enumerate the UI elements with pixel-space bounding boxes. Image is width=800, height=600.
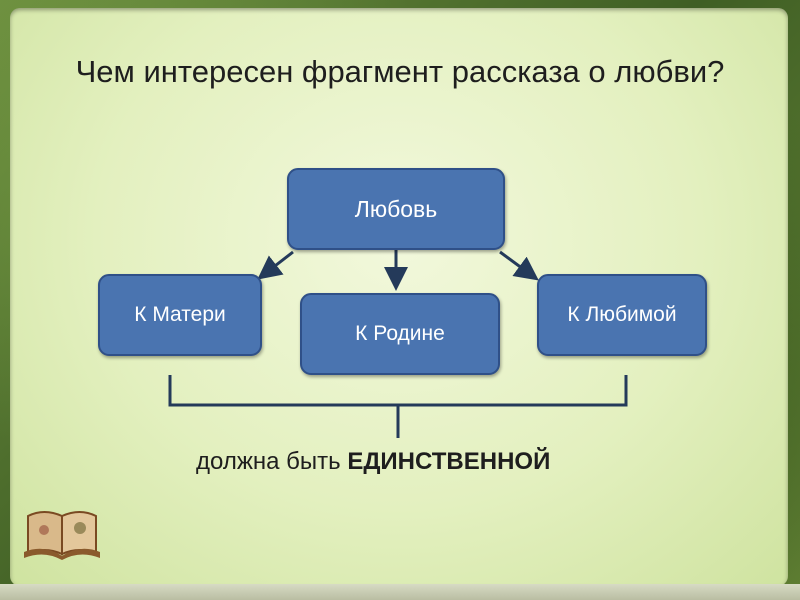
- conclusion-emphasis: ЕДИНСТВЕННОЙ: [347, 448, 551, 475]
- node-to-homeland: К Родине: [300, 293, 500, 375]
- open-book-icon: [24, 511, 100, 560]
- slide-title: Чем интересен фрагмент рассказа о любви?: [75, 54, 725, 89]
- bottom-strip: [0, 584, 800, 600]
- node-to-beloved-label: К Любимой: [567, 303, 677, 326]
- conclusion-text: должна быть ЕДИНСТВЕННОЙ: [196, 448, 550, 476]
- node-love: Любовь: [287, 168, 505, 250]
- arrow-to-mother: [257, 250, 294, 280]
- node-to-beloved: К Любимой: [537, 274, 707, 356]
- grouping-bracket: [168, 375, 628, 407]
- node-to-mother-label: К Матери: [134, 303, 226, 326]
- node-love-label: Любовь: [354, 195, 438, 222]
- node-to-homeland-label: К Родине: [355, 322, 445, 345]
- arrow-to-beloved: [499, 250, 539, 281]
- conclusion-prefix: должна быть: [196, 448, 341, 475]
- node-to-mother: К Матери: [98, 274, 262, 356]
